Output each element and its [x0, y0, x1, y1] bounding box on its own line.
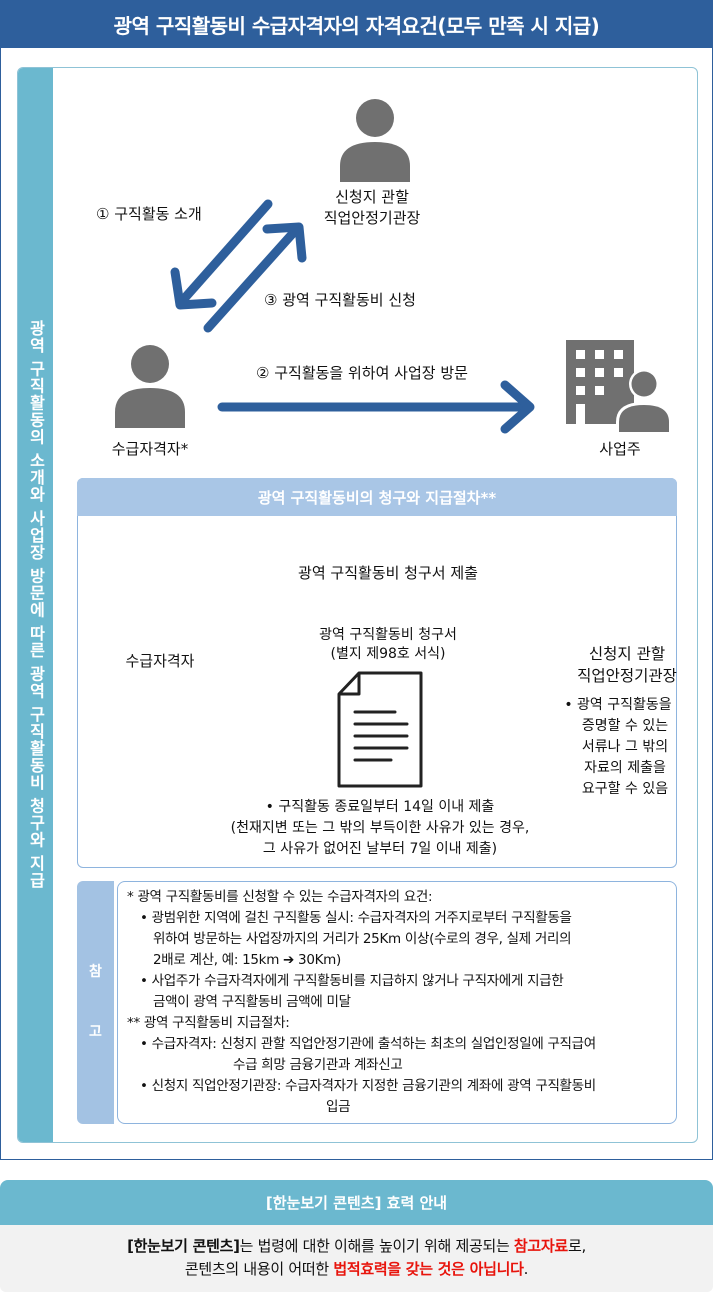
notice-highlight: 참고자료: [513, 1237, 568, 1255]
ref-line: 금액이 광역 구직활동비 금액에 미달: [153, 994, 351, 1010]
ref-line: ** 광역 구직활동비 지급절차:: [127, 1015, 290, 1031]
arrow-step1: [178, 199, 273, 305]
notice-highlight: 법적효력을 갖는 것은 아닙니다: [333, 1260, 524, 1278]
reference-box: [117, 881, 677, 1124]
form-name: 광역 구직활동비 청구서: [319, 627, 457, 643]
notice-bold: [한눈보기 콘텐츠]: [127, 1237, 240, 1255]
notice-text: 로,: [567, 1237, 586, 1255]
submit-label: 광역 구직활동비 청구서 제출: [298, 564, 478, 582]
office-person-icon: [340, 99, 410, 182]
ref-line: 수급 희망 금융기관과 계좌신고: [233, 1057, 403, 1073]
office-note-line: • 광역 구직활동을: [564, 697, 672, 713]
ref-line: 입금: [326, 1099, 351, 1115]
deadline-line: (천재지변 또는 그 밖의 부득이한 사유가 있는 경우,: [230, 820, 530, 836]
office-note-line: 자료의 제출을: [584, 760, 666, 776]
employer-label: 사업주: [599, 440, 641, 458]
proc-recipient-label: 수급자격자: [125, 652, 195, 670]
side-label-bar: 광역 구직활동의 소개와 사업장 방문에 따른 광역 구직활동비 청구와 지급: [18, 68, 53, 1142]
office-note-line: 서류나 그 밖의: [581, 739, 669, 755]
notice-line-2: 콘텐츠의 내용이 어떠한 법적효력을 갖는 것은 아닙니다.: [0, 1258, 713, 1281]
reference-char: 고: [89, 1024, 102, 1040]
notice-text: .: [523, 1260, 529, 1278]
notice-text: 콘텐츠의 내용이 어떠한: [184, 1260, 334, 1278]
recipient-label: 수급자격자*: [111, 440, 189, 458]
document-icon: [337, 671, 423, 788]
ref-line: 2배로 계산, 예: 15km ➔ 30Km): [153, 952, 341, 968]
arrow-step3-head: [262, 222, 307, 263]
recipient-person-icon: [115, 345, 185, 428]
step1-label: ① 구직활동 소개: [96, 205, 202, 223]
ref-line: • 광범위한 지역에 걸친 구직활동 실시: 수급자격자의 거주지로부터 구직활…: [140, 910, 572, 926]
deadline-line: 그 사유가 없어진 날부터 7일 이내 제출): [262, 841, 498, 857]
procedure-header: 광역 구직활동비의 청구와 지급절차**: [77, 478, 677, 516]
ref-line: • 수급자격자: 신청지 관할 직업안정기관에 출석하는 최초의 실업인정일에 …: [140, 1036, 596, 1052]
form-ref: (별지 제98호 서식): [330, 646, 446, 662]
office-note-line: 요구할 수 있음: [581, 781, 669, 797]
notice-text: 는 법령에 대한 이해를 높이기 위해 제공되는: [239, 1237, 514, 1255]
page-title: 광역 구직활동비 수급자격자의 자격요건(모두 만족 시 지급): [0, 0, 713, 48]
ref-line: • 사업주가 수급자격자에게 구직활동비를 지급하지 않거나 구직자에게 지급한: [140, 973, 564, 989]
ref-line: 위하여 방문하는 사업장까지의 거리가 25Km 이상(수로의 경우, 실제 거…: [153, 931, 572, 947]
side-label: 광역 구직활동의 소개와 사업장 방문에 따른 광역 구직활동비 청구와 지급: [26, 320, 46, 890]
step3-label: ③ 광역 구직활동비 신청: [264, 291, 416, 309]
notice-line-1: [한눈보기 콘텐츠]는 법령에 대한 이해를 높이기 위해 제공되는 참고자료로…: [0, 1235, 713, 1258]
office-label: 신청지 관할 직업안정기관장: [323, 188, 421, 227]
arrow-step3: [203, 227, 299, 333]
reference-side: 참 고: [77, 881, 114, 1124]
arrow-step2-head: [500, 380, 535, 434]
office-note-line: 증명할 수 있는: [581, 718, 669, 734]
step2-label: ② 구직활동을 위하여 사업장 방문: [256, 364, 468, 382]
ref-line: * 광역 구직활동비를 신청할 수 있는 수급자격자의 요건:: [127, 889, 433, 905]
arrow-step1-head: [170, 267, 217, 310]
notice-header: [한눈보기 콘텐츠] 효력 안내: [0, 1180, 713, 1225]
proc-office-label: 신청지 관할 직업안정기관장: [577, 645, 677, 685]
ref-line: • 신청지 직업안정기관장: 수급자격자가 지정한 금융기관의 계좌에 광역 구…: [140, 1078, 596, 1094]
deadline-line: • 구직활동 종료일부터 14일 이내 제출: [265, 799, 495, 815]
employer-building-icon: [566, 340, 672, 432]
reference-char: 참: [89, 964, 102, 980]
notice-body: [한눈보기 콘텐츠]는 법령에 대한 이해를 높이기 위해 제공되는 참고자료로…: [0, 1225, 713, 1292]
